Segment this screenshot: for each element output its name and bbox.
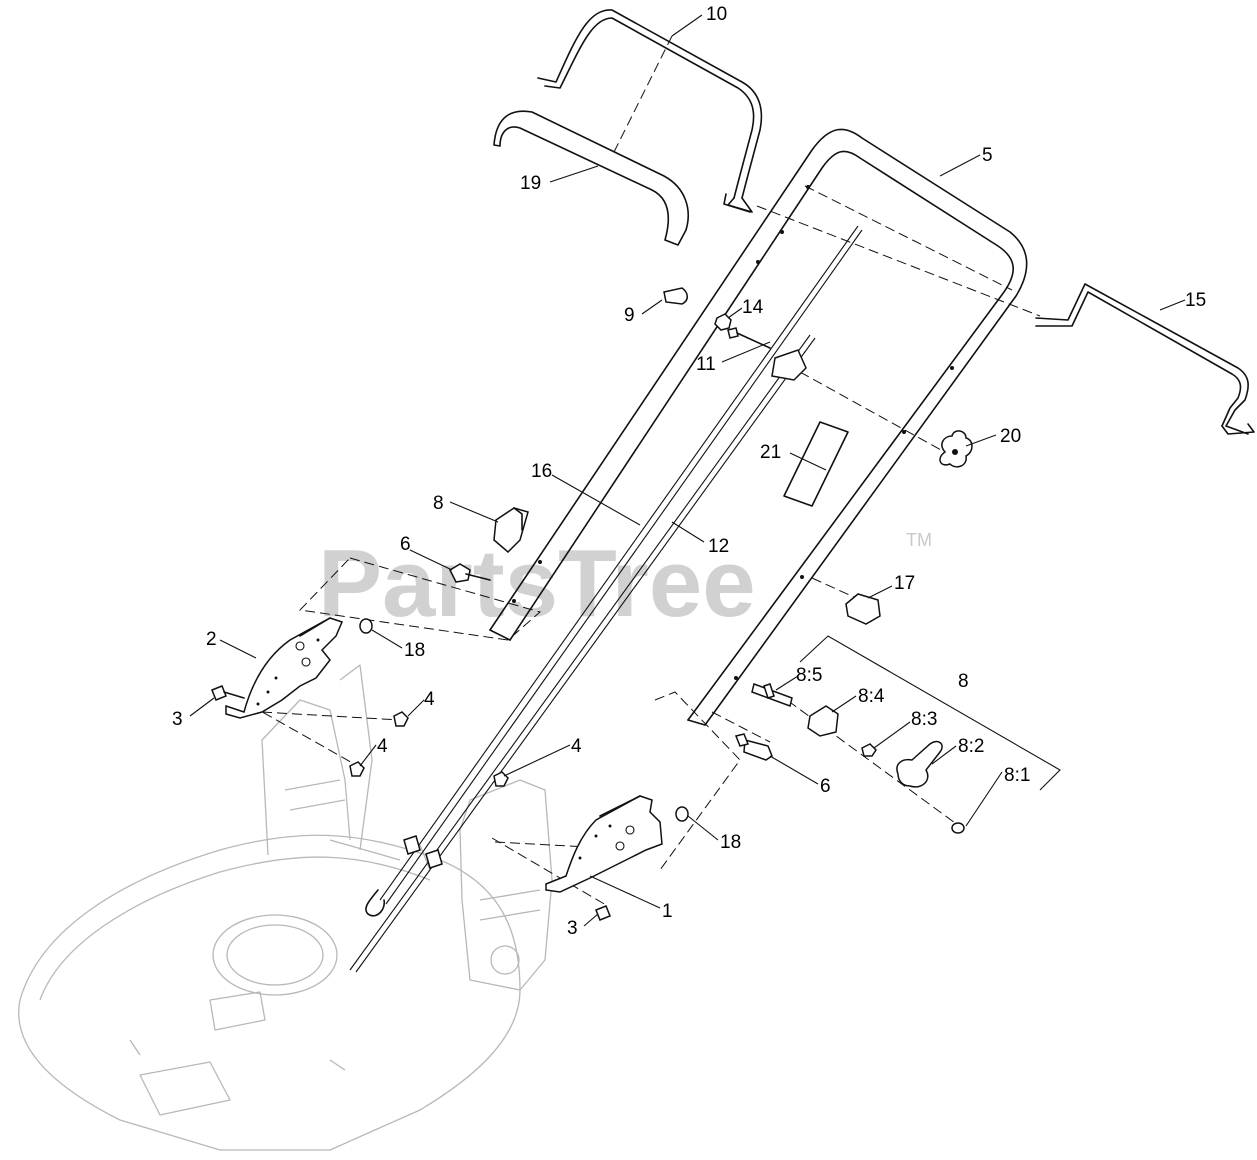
callout-2: 2 [206,629,217,650]
spring-part-8-3 [861,743,877,757]
bail-side-part-15 [1035,283,1255,435]
callout-20: 20 [1000,426,1021,447]
bolt-part-8-5 [751,683,793,707]
callout-14: 14 [742,297,764,318]
lock-knob-part-17 [845,593,881,625]
upper-handle-part-5 [489,128,1028,726]
callout-15: 15 [1185,290,1206,311]
cam-part-8-4 [807,705,839,737]
grip-part-19 [493,110,689,246]
leader-lines [189,14,1186,927]
height-bracket-part-1-right [545,795,663,893]
nut-part-14 [714,313,732,331]
callout-labels: 10 19 5 15 9 14 11 20 21 16 12 8 6 17 2 … [172,4,1206,939]
callout-19: 19 [520,173,541,194]
knob-part-20 [939,430,973,468]
bolt-part-3-left [211,685,245,701]
callout-8-4: 8:4 [858,686,885,707]
bolt-part-6-right [734,733,773,761]
callout-16: 16 [531,461,552,482]
washer-part-18-left [359,618,373,634]
callout-17: 17 [894,573,915,594]
clip-part-9 [663,287,688,305]
callout-8-3: 8:3 [911,709,937,730]
height-bracket-part-2-left [225,617,344,719]
callout-8-group: 8 [958,671,969,692]
watermark-trademark: TM [906,530,932,550]
callout-9: 9 [624,305,635,326]
callout-10: 10 [706,4,727,25]
bail-upper-part-10 [537,9,763,213]
mower-deck-outline [18,664,553,1151]
callout-18-right: 18 [720,832,741,853]
callout-8-1: 8:1 [1004,765,1030,786]
decal-part-21 [783,421,849,507]
nut-part-4-right [493,771,509,787]
alignment-lines [249,35,1041,906]
control-cables-part-16-12 [349,225,863,973]
bolt-part-3-right [595,905,611,921]
callout-5: 5 [982,145,993,166]
nut-part-4-upper [393,711,409,727]
callout-4-upper: 4 [424,689,435,710]
callout-8-5: 8:5 [796,665,822,686]
cable-bracket [771,349,807,381]
washer-part-18-right [675,806,689,822]
callout-3-left: 3 [172,709,183,730]
watermark-text: PartsTree [318,530,756,637]
callout-18-left: 18 [404,640,425,661]
lever-part-8-2 [896,740,943,788]
callout-6-left: 6 [400,534,411,555]
cap-part-8-1 [951,822,965,834]
callout-4-lower: 4 [377,736,388,757]
cam-lever-part-8-left [493,507,529,554]
callout-6-right: 6 [820,776,831,797]
callout-8-left: 8 [433,493,444,514]
bolt-part-11 [727,327,771,349]
callout-8-2: 8:2 [958,736,984,757]
callout-21: 21 [760,442,781,463]
callout-12: 12 [708,536,729,557]
bolt-part-6-left [449,563,491,583]
group-bracket-part-8 [799,635,1061,791]
callout-3-right: 3 [567,918,578,939]
callout-11: 11 [696,354,716,375]
callout-1: 1 [662,901,673,922]
callout-4-right: 4 [571,736,582,757]
